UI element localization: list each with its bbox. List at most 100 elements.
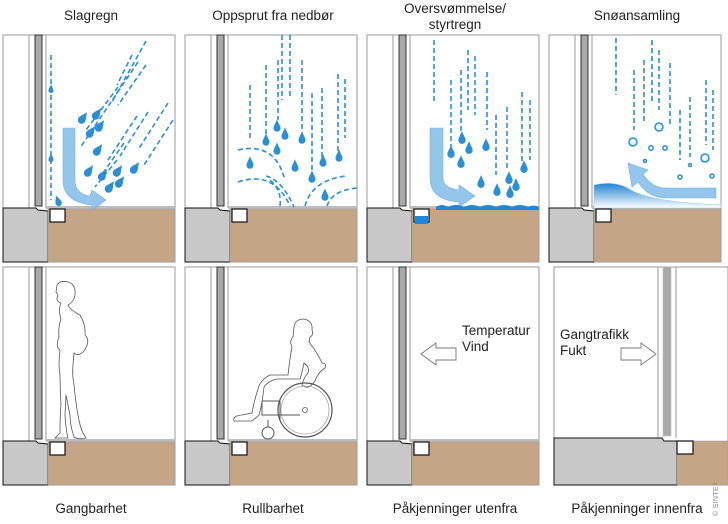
concrete-foundation	[184, 207, 231, 263]
raindrop	[48, 153, 54, 163]
walking-illustration	[2, 266, 176, 486]
wheelchair-illustration	[184, 266, 358, 486]
drain-channel	[231, 441, 248, 456]
rain-streak	[143, 119, 174, 166]
drain-channel	[413, 441, 430, 456]
drain-channel	[676, 440, 694, 455]
panel-inside-loads	[546, 255, 728, 495]
raindrop	[273, 119, 281, 132]
splash-arc	[326, 187, 359, 207]
snow-illustration	[548, 34, 722, 263]
flooding-illustration	[366, 34, 540, 263]
raindrop	[465, 141, 473, 154]
raindrop	[506, 185, 514, 198]
panel-title-snow: Snøansamling	[593, 8, 681, 23]
left-arrow	[420, 342, 457, 366]
wheelchair-wheel	[277, 382, 333, 438]
rain-streak	[100, 142, 125, 177]
snowflake	[628, 137, 638, 147]
snowflake	[654, 122, 664, 132]
caption-rollability: Rullbarhet	[242, 501, 304, 516]
wind-arrow-left	[627, 162, 717, 199]
panel-outside-loads	[364, 255, 546, 495]
concrete-foundation	[2, 440, 49, 486]
raindrop	[281, 127, 289, 140]
raindrop	[457, 155, 465, 168]
snowflake	[677, 174, 683, 180]
rain-streak	[116, 54, 133, 86]
raindrop	[308, 170, 316, 183]
floor-surface	[46, 206, 175, 209]
soil-fill	[593, 208, 722, 263]
panel-splash	[182, 30, 364, 263]
floor-surface	[410, 439, 539, 442]
drain-channel	[49, 208, 66, 223]
concrete-foundation	[553, 437, 678, 486]
panel-title-flooding-line1: Oversvømmelse/	[403, 1, 506, 16]
rain-streak	[79, 61, 139, 149]
raindrop	[321, 188, 329, 201]
raindrop	[520, 160, 528, 173]
soil-fill	[47, 441, 176, 486]
floodwater-in-drain	[415, 216, 428, 224]
drain-channel	[231, 208, 248, 223]
raindrop	[477, 175, 485, 188]
rain-streak	[85, 86, 119, 131]
walking-person-silhouette	[54, 281, 89, 440]
wall-stripe	[398, 266, 407, 440]
raindrop	[104, 181, 115, 193]
raindrop	[77, 112, 88, 124]
wall-stripe	[216, 34, 225, 207]
raindrop	[335, 149, 343, 162]
rain-streak	[119, 111, 149, 157]
splash-arc	[269, 179, 282, 207]
flow-arrow-down-right	[429, 127, 476, 208]
raindrop	[262, 133, 270, 146]
wall-stripe	[580, 34, 589, 207]
panel-wheelchair	[182, 255, 364, 495]
wall-stripe	[398, 34, 407, 207]
raindrop	[114, 176, 125, 188]
inside-loads-illustration	[553, 266, 728, 486]
raindrop	[482, 138, 490, 151]
raindrop	[55, 195, 62, 207]
concrete-foundation	[184, 440, 231, 486]
raindrop	[319, 154, 327, 167]
raindrop	[92, 144, 103, 156]
copyright-notice: © SINTEF	[713, 481, 720, 516]
raindrop	[273, 142, 281, 155]
snowflake	[700, 153, 710, 163]
drain-channel	[49, 441, 66, 456]
raindrop	[91, 108, 102, 120]
rain-streak	[117, 64, 147, 106]
outside-loads-illustration	[366, 266, 540, 486]
soil-fill	[47, 208, 176, 263]
soil-fill	[411, 208, 540, 263]
wheelchair-hub	[302, 407, 308, 413]
annotation-temperature: Temperatur	[462, 323, 531, 338]
flow-arrow-down-right	[62, 127, 107, 211]
splash-arc	[237, 178, 291, 207]
panel-snow	[546, 30, 728, 263]
splash-arc	[265, 175, 295, 208]
panel-title-splash: Oppsprut fra nedbør	[212, 8, 334, 23]
floor-surface	[228, 439, 357, 442]
raindrop	[246, 156, 254, 169]
concrete-foundation	[366, 440, 413, 486]
raindrop	[83, 165, 94, 177]
annotation-outside-loads: Temperatur Vind	[462, 323, 530, 355]
raindrop	[512, 178, 520, 191]
raindrop	[94, 120, 105, 132]
snowflake	[662, 145, 668, 151]
raindrop	[447, 145, 455, 158]
annotation-inside-loads: Gangtrafikk Fukt	[560, 327, 629, 359]
raindrop	[505, 171, 513, 184]
drain-channel	[595, 208, 612, 223]
splash-arc	[304, 175, 347, 207]
raindrop	[458, 131, 466, 144]
raindrop	[85, 126, 96, 138]
panel-flooding	[364, 30, 546, 263]
soil-fill	[229, 208, 358, 263]
snowflake	[709, 173, 715, 179]
caption-outside-loads: Påkjenninger utenfra	[392, 501, 518, 516]
